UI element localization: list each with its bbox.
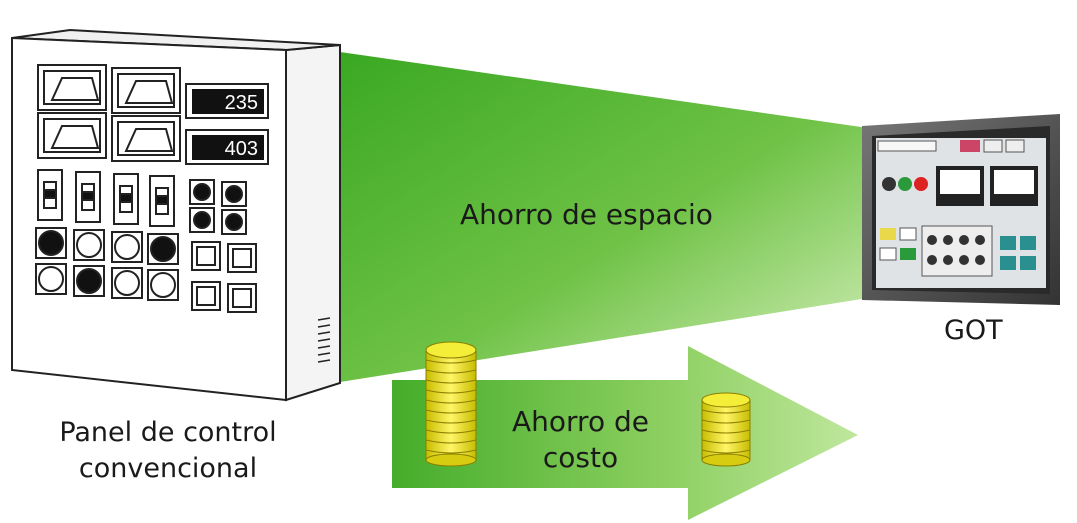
coin-stack-small [701,392,751,467]
got-label: GOT [944,315,1003,346]
cost-saving-label-line1: Ahorro de [512,405,649,438]
analog-meters [37,64,181,162]
indicator-lamps [189,179,247,235]
space-saving-beam [340,52,868,382]
display-value-1: 235 [225,92,258,114]
push-buttons [35,227,257,313]
panel-label-line1: Panel de control [59,417,277,448]
space-saving-label: Ahorro de espacio [460,198,713,231]
cost-saving-arrow [392,346,858,520]
panel-label-line2: convencional [78,453,258,484]
digital-displays: 235 403 [185,83,269,165]
display-value-2: 403 [225,138,258,160]
coin-stack-large [425,341,477,467]
got-hmi-device [862,114,1060,305]
cost-saving-label-line2: costo [542,441,619,474]
cost-saving-label: Ahorro de costo [512,404,649,476]
toggle-switches [37,169,175,227]
panel-label: Panel de control convencional [18,415,318,487]
